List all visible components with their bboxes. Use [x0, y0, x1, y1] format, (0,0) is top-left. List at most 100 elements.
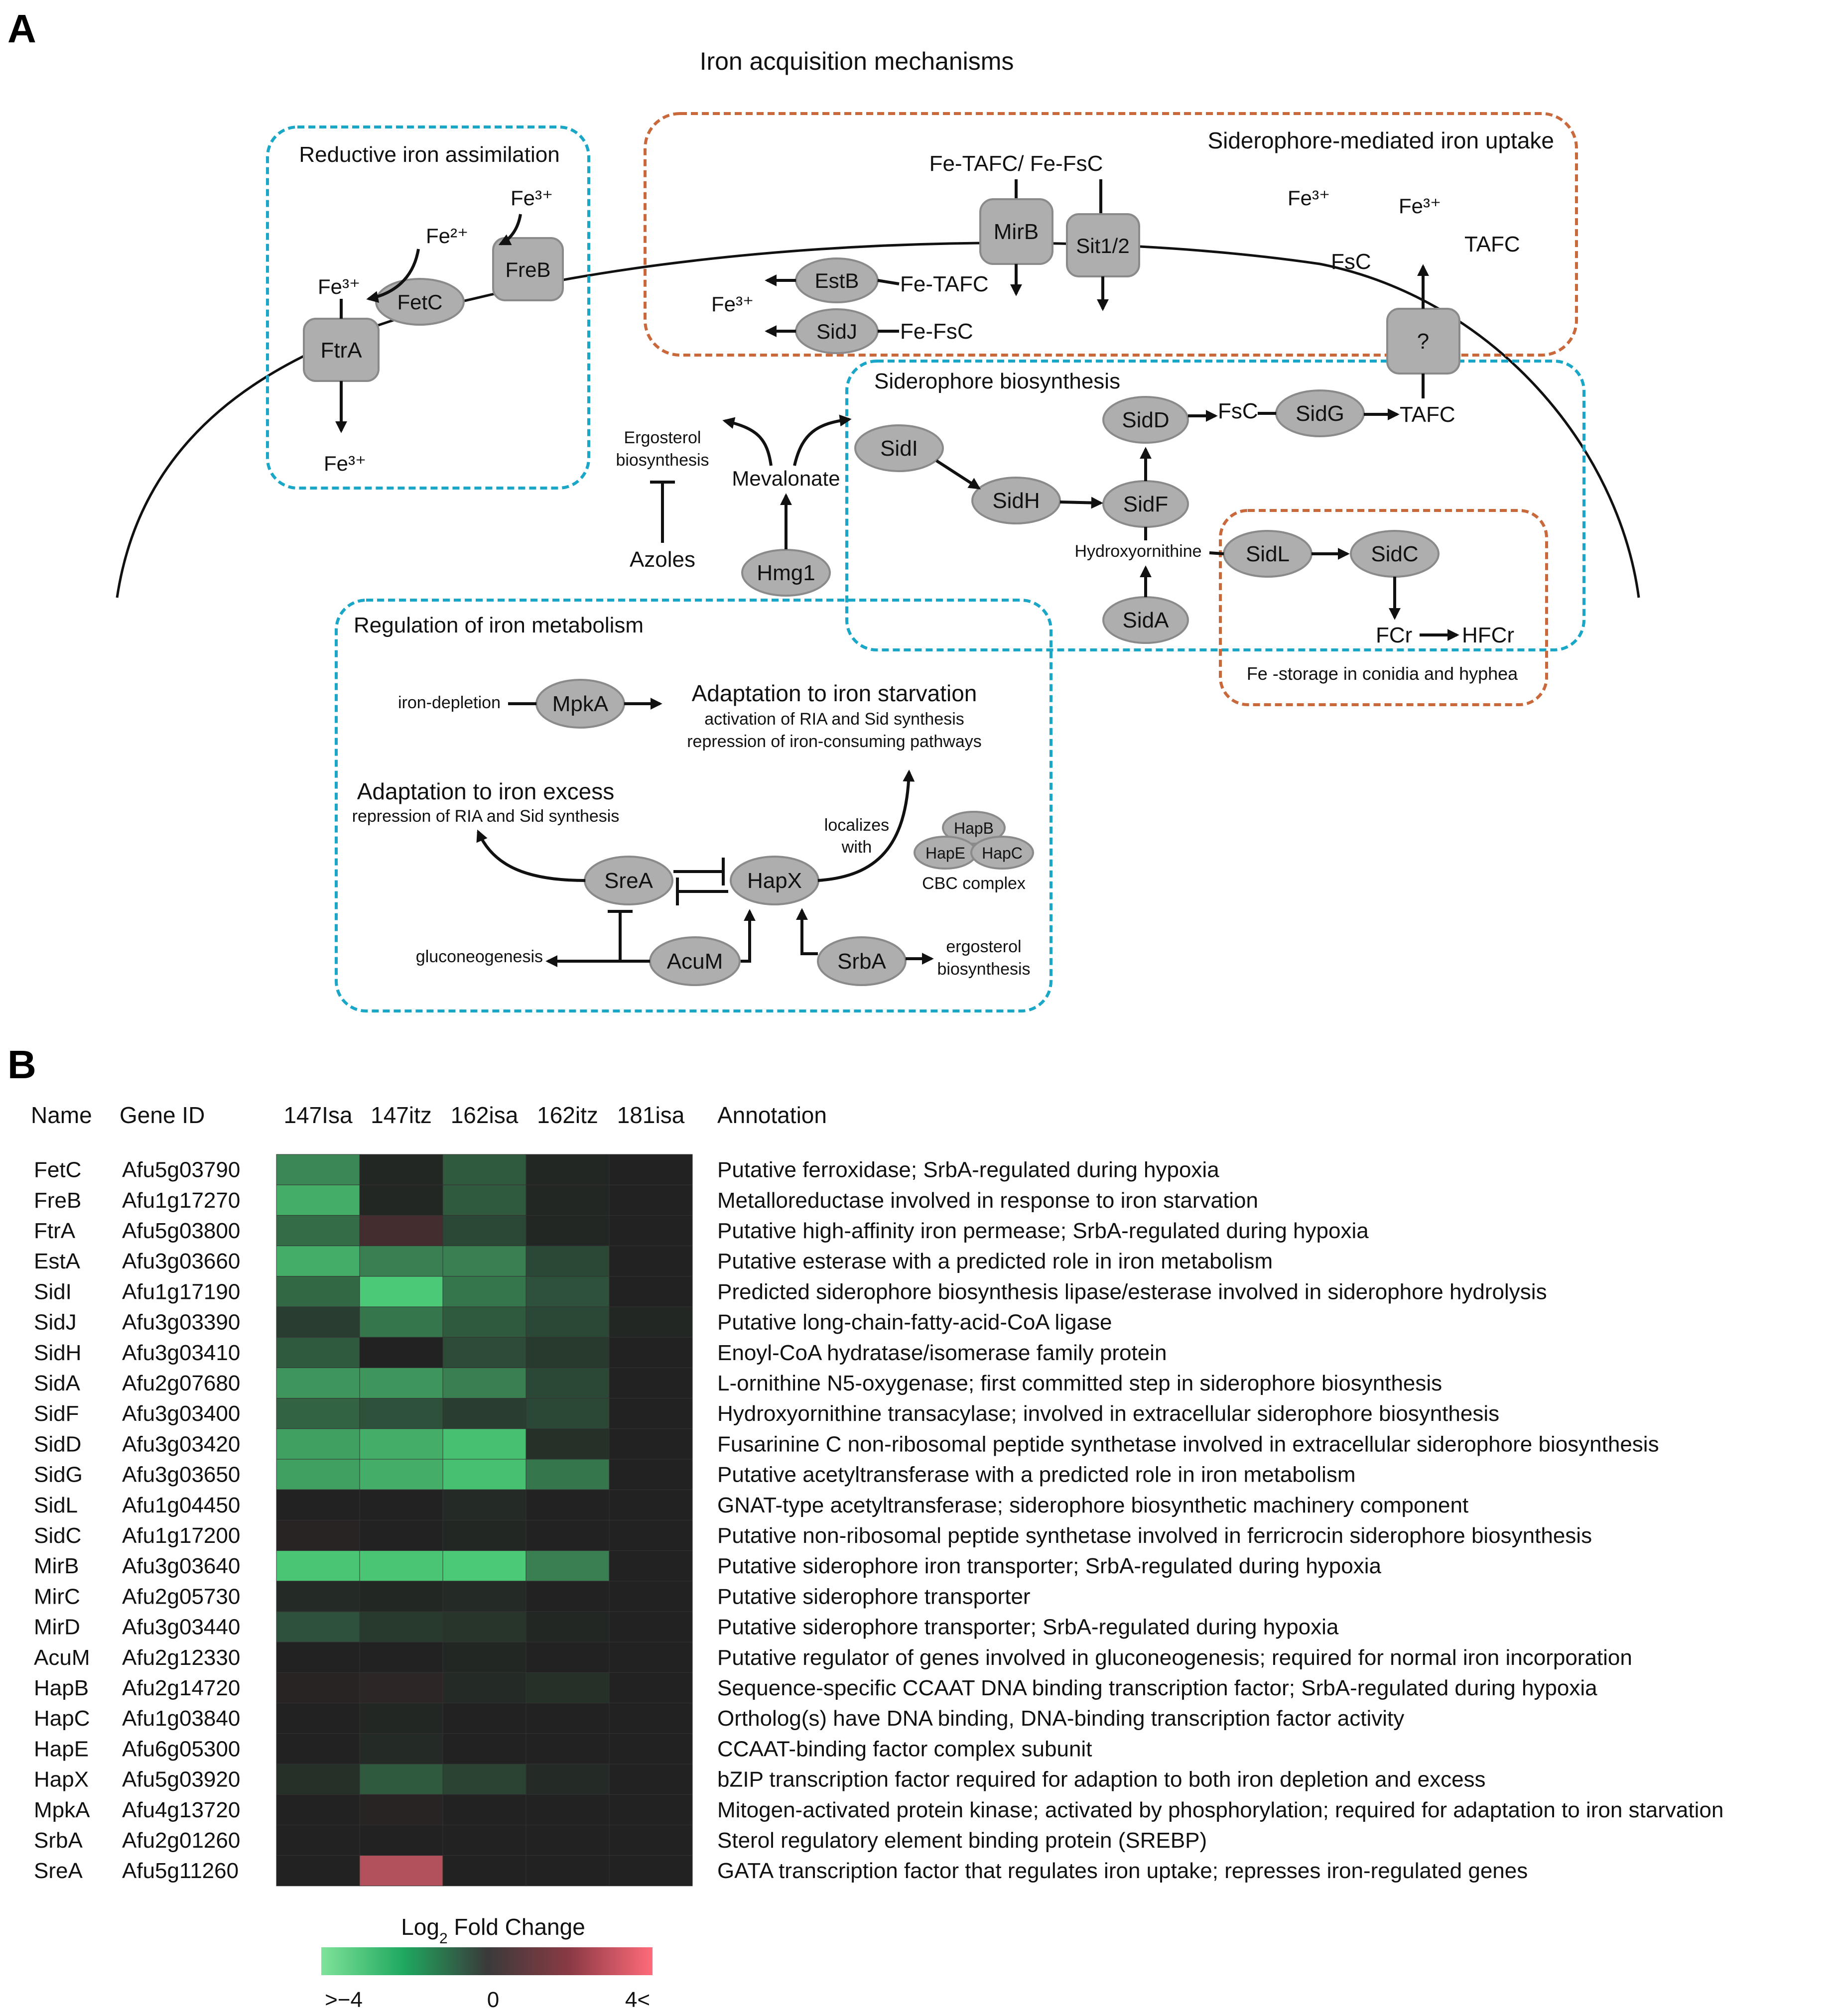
row-name: AcuM: [34, 1645, 90, 1670]
label-ergosterol-1: Ergosterol: [624, 428, 701, 447]
node-sidg-label: SidG: [1296, 401, 1344, 426]
row-annotation: Putative siderophore transporter: [717, 1584, 1031, 1609]
label-ergosterol-b1: ergosterol: [946, 937, 1021, 956]
row-gene-id: Afu5g03800: [122, 1219, 240, 1243]
row-gene-id: Afu4g13720: [122, 1798, 240, 1822]
arrow-acum-hapx: [741, 909, 756, 963]
node-acum-label: AcuM: [667, 949, 723, 974]
row-name: SreA: [34, 1859, 83, 1883]
heatmap-cell: [359, 1703, 443, 1734]
heatmap-cell: [609, 1246, 693, 1277]
heatmap-cell: [276, 1246, 360, 1277]
heatmap-cell: [442, 1855, 526, 1887]
node-sidf-label: SidF: [1123, 492, 1168, 516]
row-annotation: bZIP transcription factor required for a…: [717, 1767, 1486, 1792]
bio-tafc: TAFC: [1400, 402, 1455, 427]
heatmap-cell: [359, 1398, 443, 1429]
heatmap-cell: [276, 1398, 360, 1429]
heatmap-cell: [609, 1733, 693, 1764]
node-sit-label: Sit1/2: [1076, 234, 1129, 257]
row-annotation: Sequence-specific CCAAT DNA binding tran…: [717, 1676, 1597, 1700]
heatmap-cell: [609, 1641, 693, 1673]
node-hapc-label: HapC: [982, 844, 1023, 862]
heatmap-cell: [525, 1733, 610, 1764]
row-annotation: CCAAT-binding factor complex subunit: [717, 1737, 1092, 1761]
row-name: SidJ: [34, 1310, 77, 1335]
row-annotation: Metalloreductase involved in response to…: [717, 1188, 1258, 1213]
node-sidi: [854, 424, 944, 472]
heatmap-cell: [442, 1398, 526, 1429]
arrow-mevalonate-sidi: [793, 414, 852, 466]
heatmap-cell: [276, 1519, 360, 1551]
reg-title: Regulation of iron metabolism: [354, 613, 644, 637]
row-annotation: Fusarinine C non-ribosomal peptide synth…: [717, 1432, 1659, 1456]
heatmap-cell: [525, 1611, 610, 1642]
heatmap-cell: [359, 1764, 443, 1795]
heatmap-cell: [609, 1489, 693, 1520]
heatmap-cell: [609, 1550, 693, 1582]
line-hydroxy-sidl: [1209, 551, 1224, 555]
heatmap-annotations: Putative ferroxidase; SrbA-regulated dur…: [717, 1158, 1723, 1884]
heatmap-cell: [276, 1184, 360, 1216]
heatmap-cell: [442, 1611, 526, 1642]
heatmap-cell: [359, 1733, 443, 1764]
label-fe-tafc-fsc: Fe-TAFC/ Fe-FsC: [929, 151, 1103, 176]
bio-fsc: FsC: [1218, 399, 1258, 423]
heatmap-cell: [276, 1855, 360, 1887]
heatmap-cell: [442, 1703, 526, 1734]
heatmap-cell: [359, 1641, 443, 1673]
node-srea-label: SreA: [604, 869, 653, 893]
heatmap-cell: [609, 1611, 693, 1642]
node-estb-label: EstB: [815, 269, 859, 292]
heatmap-cell: [359, 1611, 443, 1642]
ria-fe3-left: Fe³⁺: [318, 275, 360, 298]
arrow-sidi-sidh: [935, 459, 981, 490]
heatmap-cell: [276, 1611, 360, 1642]
heatmap-cell: [276, 1428, 360, 1460]
row-gene-id: Afu1g17190: [122, 1279, 240, 1304]
starvation-line2: repression of iron-consuming pathways: [687, 732, 982, 751]
row-name: SidD: [34, 1432, 81, 1456]
column-header: 147Isa: [283, 1102, 353, 1128]
heatmap-cell: [276, 1794, 360, 1825]
node-unknown-label: ?: [1417, 329, 1429, 354]
node-srba-label: SrbA: [837, 949, 886, 974]
row-gene-id: Afu1g04450: [122, 1493, 240, 1517]
row-name: MirD: [34, 1615, 80, 1639]
label-localizes-2: with: [841, 838, 872, 857]
row-annotation: Putative regulator of genes involved in …: [717, 1645, 1632, 1670]
heatmap-cell: [525, 1306, 610, 1338]
row-annotation: Putative siderophore iron transporter; S…: [717, 1554, 1382, 1578]
node-srba: [817, 936, 907, 986]
node-sidi-label: SidI: [880, 436, 918, 461]
row-annotation: Predicted siderophore biosynthesis lipas…: [717, 1279, 1547, 1304]
heatmap-cell: [442, 1306, 526, 1338]
heatmap-cell: [609, 1794, 693, 1825]
arrow-srea-excess: [476, 829, 586, 882]
heatmap-cell: [525, 1581, 610, 1612]
sid-uptake-title: Siderophore-mediated iron uptake: [1207, 127, 1554, 153]
row-gene-id: Afu3g03660: [122, 1249, 240, 1273]
label-localizes-1: localizes: [824, 816, 889, 835]
arrow-hapx-starvation: [817, 769, 915, 882]
row-gene-id: Afu2g07680: [122, 1371, 240, 1395]
heatmap-cell: [609, 1672, 693, 1704]
starvation-line1: activation of RIA and Sid synthesis: [704, 710, 964, 729]
heatmap-cell: [525, 1519, 610, 1551]
row-gene-id: Afu1g17270: [122, 1188, 240, 1213]
heatmap-cell: [525, 1184, 610, 1216]
heatmap-cells: [276, 1154, 693, 1887]
heatmap-cell: [442, 1154, 526, 1185]
label-fe-fsc: Fe-FsC: [900, 319, 973, 344]
row-name: HapE: [34, 1737, 89, 1761]
legend-color-bar: [321, 1947, 653, 1975]
row-gene-id: Afu3g03400: [122, 1401, 240, 1426]
header-annotation: Annotation: [717, 1102, 827, 1128]
heatmap-cell: [359, 1276, 443, 1307]
node-hape-label: HapE: [925, 844, 965, 862]
node-sidl-label: SidL: [1246, 542, 1290, 566]
heatmap-cell: [525, 1154, 610, 1185]
heatmap-cell: [276, 1641, 360, 1673]
row-gene-id: Afu3g03440: [122, 1615, 240, 1639]
heatmap-cell: [525, 1703, 610, 1734]
